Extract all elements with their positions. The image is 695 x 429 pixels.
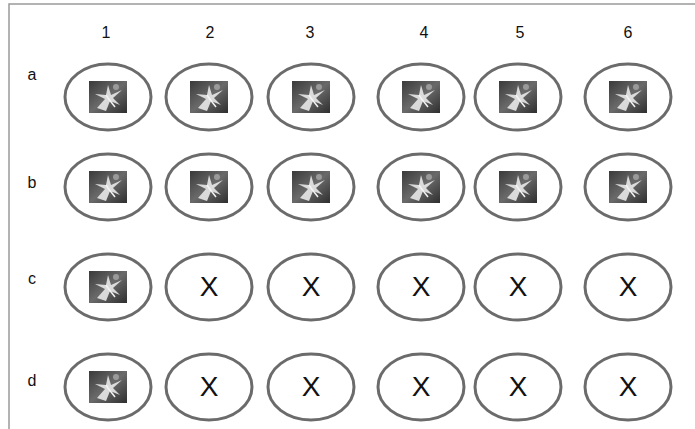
column-number: 6	[624, 24, 633, 42]
column-number: 3	[306, 24, 315, 42]
row-letter: c	[28, 270, 36, 288]
row-letter: a	[28, 66, 37, 84]
well-circle: X	[585, 354, 671, 420]
plate-frame	[9, 4, 695, 429]
well-mark: X	[166, 254, 252, 320]
column-number: 5	[516, 24, 525, 42]
well-circle: X	[268, 354, 354, 420]
well-mark: X	[585, 354, 671, 420]
well-circle: X	[475, 254, 561, 320]
well-mark: X	[378, 354, 464, 420]
well-mark: X	[166, 354, 252, 420]
well-circle: X	[268, 254, 354, 320]
well-circle: X	[166, 254, 252, 320]
column-number: 4	[420, 24, 429, 42]
well-mark: X	[268, 354, 354, 420]
well-circle: X	[378, 354, 464, 420]
column-number: 2	[206, 24, 215, 42]
well-mark: X	[475, 354, 561, 420]
well-mark: X	[268, 254, 354, 320]
well-mark: X	[585, 254, 671, 320]
well-circle: X	[378, 254, 464, 320]
row-letter: b	[28, 174, 37, 192]
well-circle: X	[166, 354, 252, 420]
well-circle: X	[585, 254, 671, 320]
column-number: 1	[102, 24, 111, 42]
row-letter: d	[28, 372, 37, 390]
well-circle: X	[475, 354, 561, 420]
well-mark: X	[475, 254, 561, 320]
well-mark: X	[378, 254, 464, 320]
